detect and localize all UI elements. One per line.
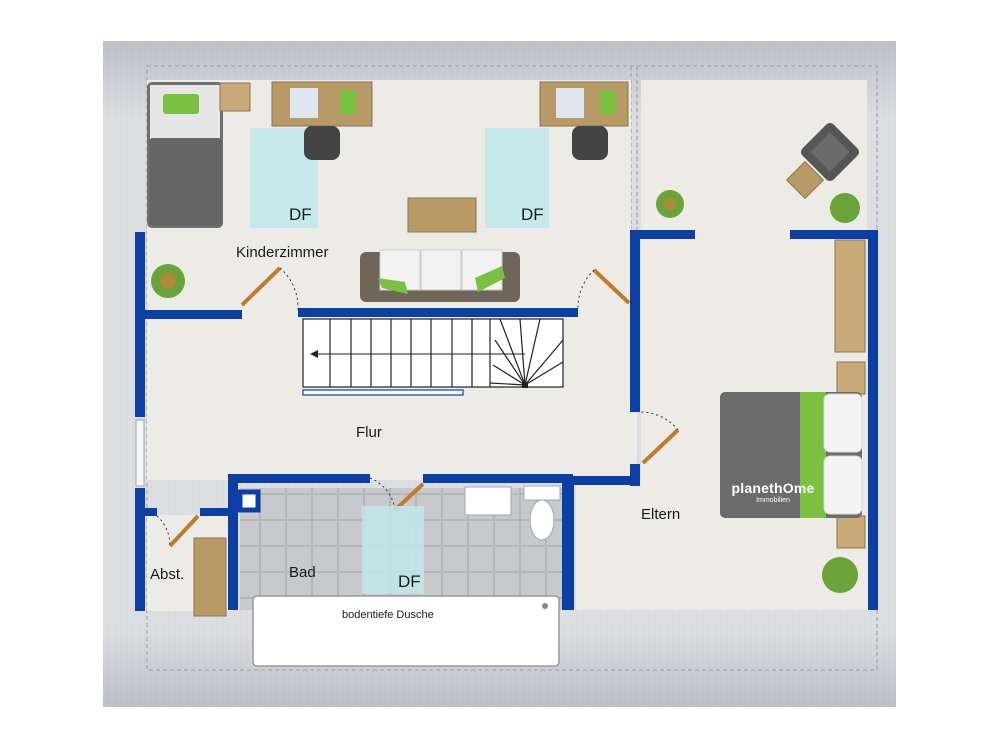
nightstand — [219, 82, 251, 112]
sofa — [360, 249, 520, 302]
skylight — [485, 128, 549, 228]
wardrobe — [834, 239, 866, 353]
skylight — [362, 506, 424, 594]
low-table — [407, 197, 477, 233]
doors — [168, 266, 680, 548]
cabinet — [193, 537, 227, 617]
side-table — [785, 160, 825, 200]
desk — [271, 81, 373, 127]
skylight-label: DF — [398, 572, 421, 591]
nightstand — [836, 361, 866, 395]
office-chair — [304, 126, 340, 160]
nightstand — [836, 515, 866, 549]
office-chair — [572, 126, 608, 160]
double-bed — [720, 392, 863, 518]
brand-logo: planethOme Immobilien — [718, 480, 828, 504]
shower-label: bodentiefe Dusche — [342, 609, 434, 621]
plant — [830, 193, 860, 223]
logo-name: planethOme — [731, 480, 815, 496]
logo-tagline: Immobilien — [756, 497, 790, 504]
armchair — [800, 122, 860, 182]
toilet — [529, 499, 555, 541]
side-watermark: PlanetHome — [137, 355, 146, 400]
sink — [464, 486, 512, 516]
single-bed — [147, 82, 223, 228]
walls — [135, 230, 878, 611]
desk — [539, 81, 629, 127]
room-label-abst: Abst. — [150, 566, 185, 583]
room-label-flur: Flur — [356, 424, 382, 441]
plant — [822, 557, 858, 593]
skylight-label: DF — [521, 205, 544, 224]
staircase — [302, 318, 564, 388]
room-label-kinderzimmer: Kinderzimmer — [236, 244, 329, 261]
room-label-bad: Bad — [289, 564, 316, 581]
skylight-label: DF — [289, 205, 312, 224]
room-label-eltern: Eltern — [641, 506, 681, 523]
shower-tray — [252, 595, 560, 667]
